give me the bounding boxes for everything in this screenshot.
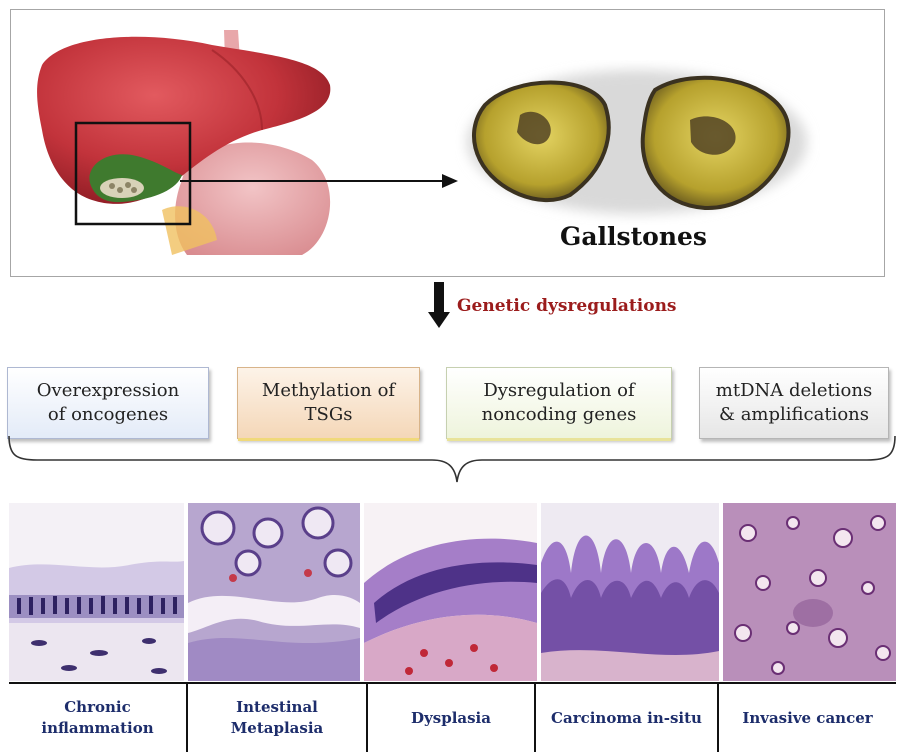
stage-label-dysplasia: Dysplasia [368, 684, 534, 752]
genetic-dysregulations-label: Genetic dysregulations [457, 296, 677, 316]
mechanism-box-mtdna: mtDNA deletions & amplifications [699, 367, 889, 439]
histology-carcinoma-in-situ [541, 503, 719, 681]
histology-chronic-inflammation [9, 503, 184, 681]
histology-invasive-cancer [723, 503, 896, 681]
mechanism-box-noncoding: Dysregulation of noncoding genes [446, 367, 672, 439]
stage-label-invasive-cancer: Invasive cancer [719, 684, 896, 752]
to-gallstones-arrow [180, 168, 460, 198]
histology-intestinal-metaplasia [188, 503, 360, 681]
mechanism-box-methylation: Methylation of TSGs [237, 367, 420, 439]
gallstones-label: Gallstones [560, 222, 770, 251]
grouping-brace [7, 434, 897, 489]
down-arrow [428, 282, 450, 330]
histology-dysplasia [364, 503, 537, 681]
mechanism-box-oncogenes: Overexpression of oncogenes [7, 367, 209, 439]
histology-strip [9, 503, 896, 681]
stage-label-carcinoma-in-situ: Carcinoma in-situ [536, 684, 717, 752]
stage-label-chronic-inflammation: Chronic inflammation [9, 684, 186, 752]
liver-gallbladder-illustration [12, 10, 342, 265]
stage-labels-row: Chronic inflammation Intestinal Metaplas… [9, 682, 896, 752]
stage-label-intestinal-metaplasia: Intestinal Metaplasia [188, 684, 366, 752]
gallstones-photo [455, 60, 820, 225]
